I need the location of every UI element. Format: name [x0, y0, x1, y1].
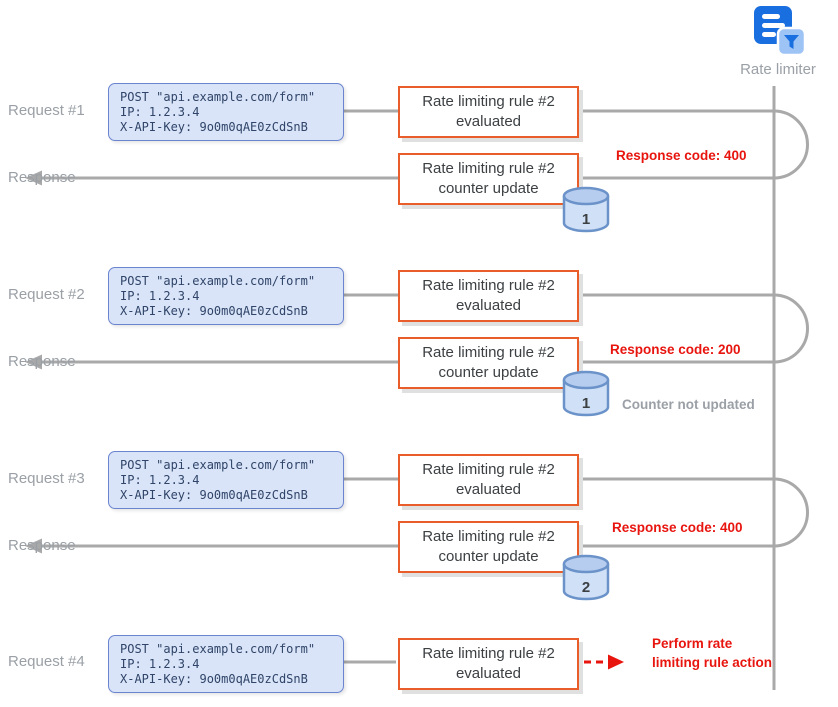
request-box-4: POST "api.example.com/form" IP: 1.2.3.4 …	[108, 635, 344, 693]
rule-counter-box-3: Rate limiting rule #2 counter update	[398, 521, 579, 573]
response-arrowhead-1	[25, 170, 42, 186]
rule-evaluated-box-1: Rate limiting rule #2 evaluated	[398, 86, 579, 138]
counter-db-icon-2: 1	[562, 370, 610, 417]
flow-arc-1	[773, 109, 809, 180]
counter-value-1: 1	[582, 211, 590, 228]
rule-counter-box-1: Rate limiting rule #2 counter update	[398, 153, 579, 205]
request-method-line: POST "api.example.com/form"	[120, 274, 316, 288]
request-box-2: POST "api.example.com/form" IP: 1.2.3.4 …	[108, 267, 344, 325]
request-label-2: Request #2	[8, 286, 85, 303]
response-arrowhead-3	[25, 538, 42, 554]
flow-arc-2	[773, 293, 809, 364]
response-label-2: Response	[8, 353, 76, 370]
request-apikey-line: X-API-Key: 9o0m0qAE0zCdSnB	[120, 672, 308, 686]
request-ip-line: IP: 1.2.3.4	[120, 657, 200, 671]
actor-label: Rate limiter	[740, 61, 816, 78]
response-label-3: Response	[8, 537, 76, 554]
response-arrowhead-2	[25, 354, 42, 370]
rate-limiter-actor: Rate limiter	[716, 4, 838, 78]
request-ip-line: IP: 1.2.3.4	[120, 289, 200, 303]
rule-evaluated-box-2: Rate limiting rule #2 evaluated	[398, 270, 579, 322]
request-method-line: POST "api.example.com/form"	[120, 90, 316, 104]
counter-db-icon-1: 1	[562, 186, 610, 233]
rate-limit-action-text: Perform rate limiting rule action	[652, 636, 773, 670]
rule-evaluated-box-4: Rate limiting rule #2 evaluated	[398, 638, 579, 690]
request-ip-line: IP: 1.2.3.4	[120, 473, 200, 487]
rule-evaluated-box-3: Rate limiting rule #2 evaluated	[398, 454, 579, 506]
request-ip-line: IP: 1.2.3.4	[120, 105, 200, 119]
counter-value-2: 1	[582, 395, 590, 412]
counter-value-3: 2	[582, 579, 590, 596]
request-box-1: POST "api.example.com/form" IP: 1.2.3.4 …	[108, 83, 344, 141]
response-label-1: Response	[8, 169, 76, 186]
request-apikey-line: X-API-Key: 9o0m0qAE0zCdSnB	[120, 304, 308, 318]
rule-counter-box-2: Rate limiting rule #2 counter update	[398, 337, 579, 389]
counter-note: Counter not updated	[622, 397, 755, 412]
request-apikey-line: X-API-Key: 9o0m0qAE0zCdSnB	[120, 120, 308, 134]
request-label-4: Request #4	[8, 653, 85, 670]
response-code-text-3: Response code: 400	[612, 520, 743, 535]
action-arrowhead	[608, 654, 624, 670]
request-box-3: POST "api.example.com/form" IP: 1.2.3.4 …	[108, 451, 344, 509]
request-label-1: Request #1	[8, 102, 85, 119]
request-method-line: POST "api.example.com/form"	[120, 458, 316, 472]
response-code-text-1: Response code: 400	[616, 148, 747, 163]
rate-limiter-icon	[754, 6, 807, 57]
request-method-line: POST "api.example.com/form"	[120, 642, 316, 656]
counter-db-icon-3: 2	[562, 554, 610, 601]
request-apikey-line: X-API-Key: 9o0m0qAE0zCdSnB	[120, 488, 308, 502]
flow-arc-3	[773, 477, 809, 548]
request-label-3: Request #3	[8, 470, 85, 487]
response-code-text-2: Response code: 200	[610, 342, 741, 357]
